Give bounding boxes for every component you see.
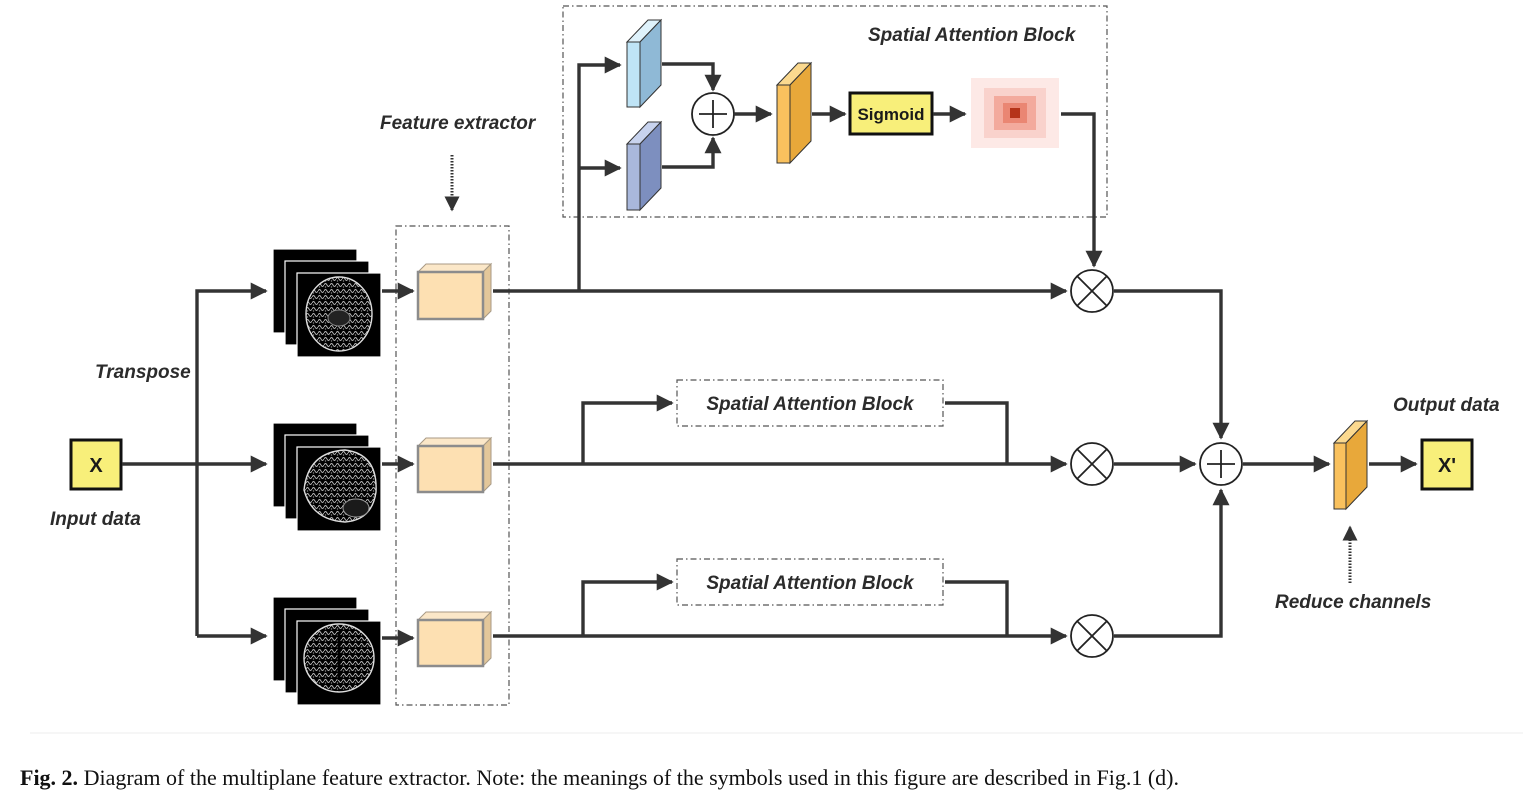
spatial-attention-block-middle-label: Spatial Attention Block xyxy=(706,394,915,415)
sigmoid-box xyxy=(848,91,934,136)
spatial-attention-block-bottom xyxy=(676,558,944,606)
input-data-label: Input data xyxy=(50,509,141,530)
coronal-slices-image xyxy=(272,596,382,706)
input-x-box xyxy=(69,438,123,491)
input-x-symbol: X xyxy=(89,455,103,477)
feature-box-top xyxy=(416,262,493,321)
attention-heatmap xyxy=(971,78,1059,148)
output-data-label: Output data xyxy=(1393,395,1500,416)
output-x-prime-symbol: X' xyxy=(1438,455,1456,477)
multiply-operator-bottom xyxy=(1070,614,1114,658)
sigmoid-label: Sigmoid xyxy=(857,105,924,124)
add-operator-merge xyxy=(1199,442,1243,486)
sagittal-slices-image xyxy=(272,422,382,532)
spatial-attention-block-frame xyxy=(562,5,1108,218)
feature-extractor-label: Feature extractor xyxy=(380,113,537,134)
conv-layer-orange xyxy=(775,61,813,165)
conv-layer-light-blue xyxy=(625,18,663,109)
multiply-operator-middle xyxy=(1070,442,1114,486)
reduce-channels-label: Reduce channels xyxy=(1275,592,1431,613)
conv-layer-reduce-channels xyxy=(1332,419,1369,511)
conv-layer-dark-blue xyxy=(625,120,663,212)
spatial-attention-block-middle xyxy=(676,379,944,427)
axial-slices-image xyxy=(272,248,382,358)
spatial-attention-block-bottom-label: Spatial Attention Block xyxy=(706,573,915,594)
spatial-attention-block-title: Spatial Attention Block xyxy=(868,25,1077,46)
feature-box-middle xyxy=(416,436,493,494)
transpose-label: Transpose xyxy=(95,362,191,383)
feature-box-bottom xyxy=(416,610,493,668)
figure-caption-number: Fig. 2. xyxy=(20,765,78,790)
add-operator-top xyxy=(691,92,735,136)
figure-caption: Fig. 2. Diagram of the multiplane featur… xyxy=(20,765,1179,790)
output-x-prime-box xyxy=(1420,438,1474,491)
figure-caption-text: Diagram of the multiplane feature extrac… xyxy=(78,765,1179,790)
multiply-operator-top xyxy=(1070,269,1114,313)
